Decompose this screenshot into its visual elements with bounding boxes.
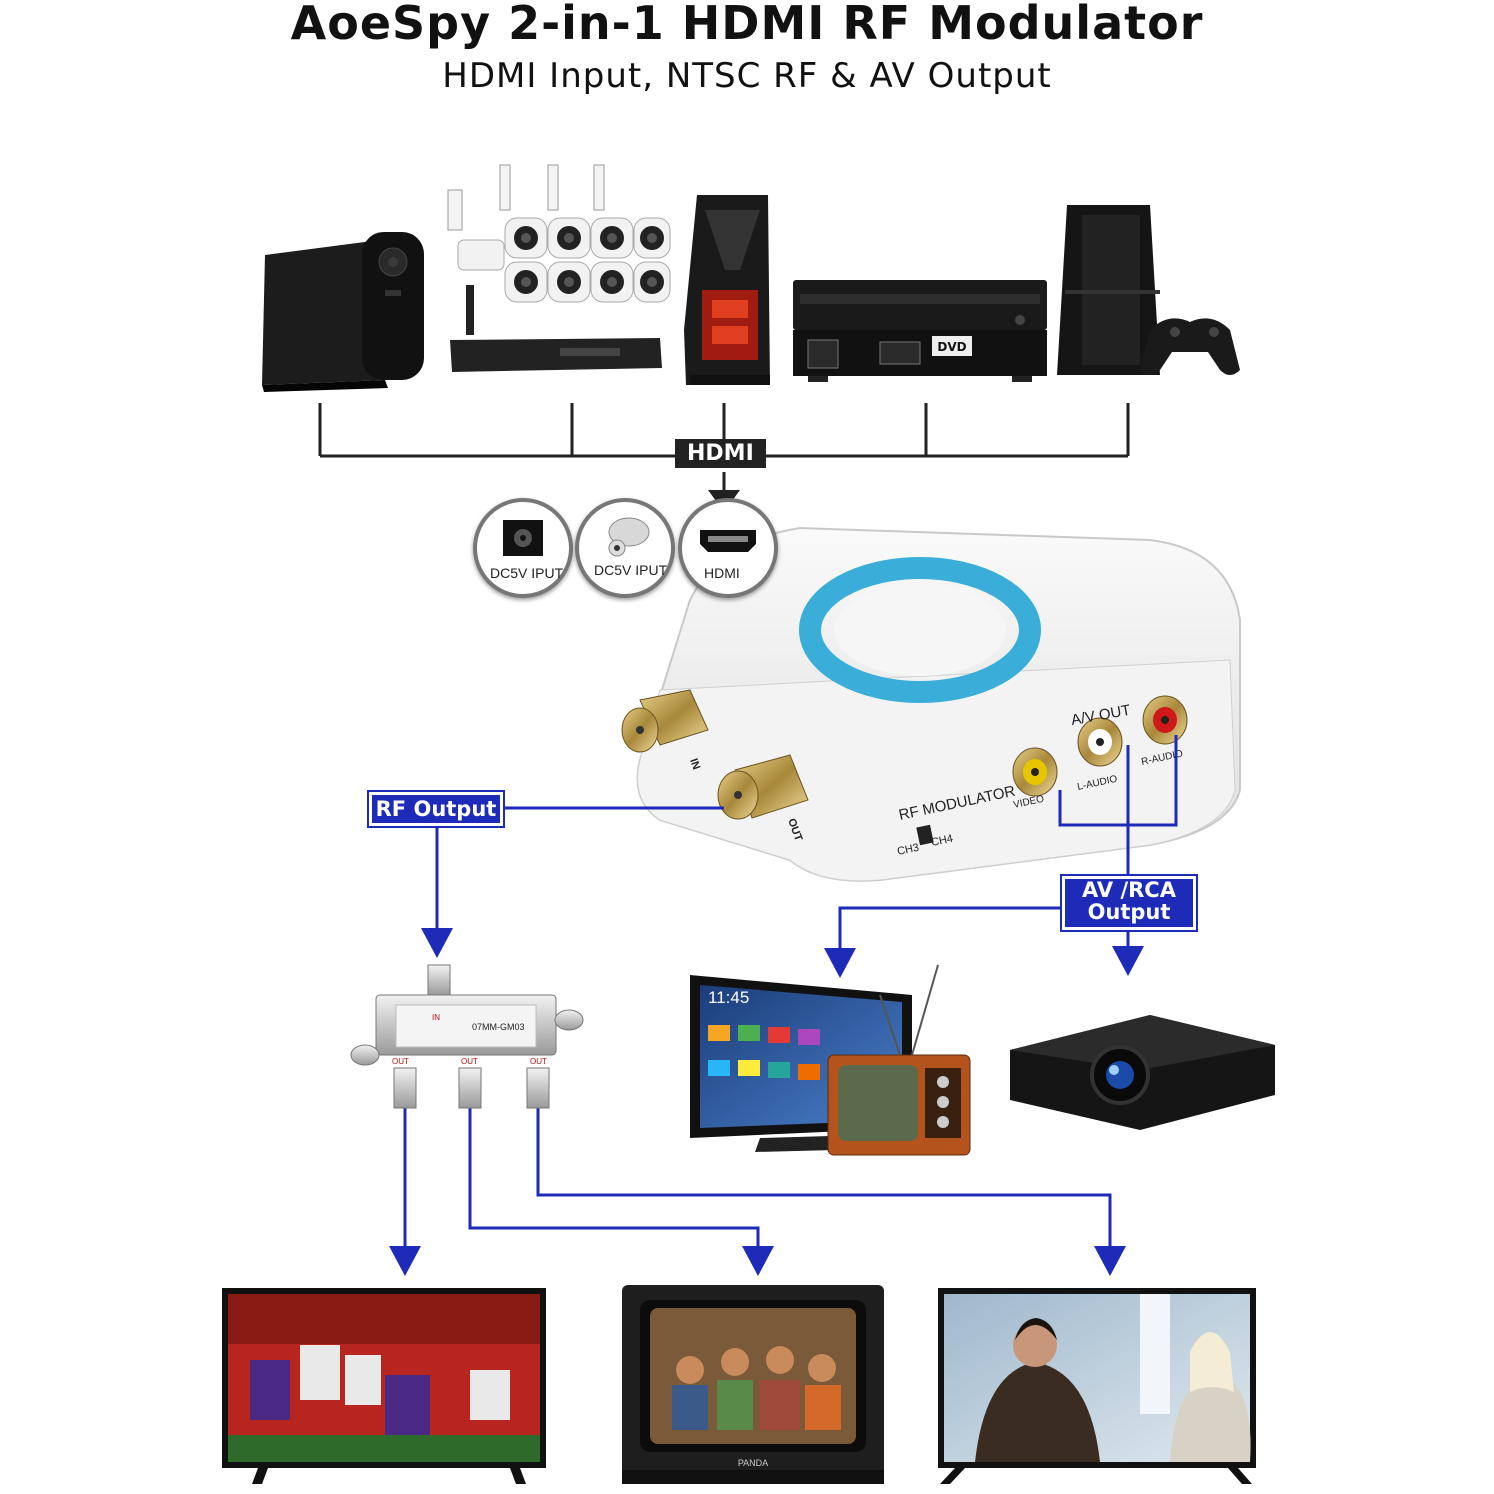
splitter-out-2: OUT	[461, 1057, 478, 1066]
splitter-out-3: OUT	[530, 1057, 547, 1066]
page-subtitle: HDMI Input, NTSC RF & AV Output	[442, 56, 1052, 96]
signal-lines	[403, 735, 1178, 1250]
flat-tv-football-icon	[222, 1288, 546, 1484]
hdmi-port-label: HDMI	[704, 565, 740, 581]
dc-plug-graphic	[608, 517, 650, 557]
dc-plug-icon	[575, 498, 675, 598]
svg-text:DVD: DVD	[937, 340, 966, 354]
av-output-label-line1: AV /RCA	[1082, 878, 1176, 902]
ch4-label: CH4	[930, 833, 954, 849]
splitter-in: IN	[432, 1013, 440, 1022]
rca-video-jack	[1012, 747, 1058, 797]
splitter-model: 07MM-GM03	[472, 1022, 525, 1032]
coax-splitter: 07MM-GM03 OUT OUT OUT IN	[350, 964, 584, 1109]
splitter-out-1: OUT	[392, 1057, 409, 1066]
rf-output-label: RF Output	[367, 790, 505, 828]
status-ring	[799, 557, 1041, 703]
dc-jack-icon	[473, 498, 573, 598]
dvd-player-icon: DVD	[793, 280, 1047, 382]
flat-tv-winter-icon	[938, 1288, 1256, 1484]
tv-clock: 11:45	[708, 988, 749, 1007]
av-output-label-line2: Output	[1087, 900, 1171, 924]
crt-brand: PANDA	[738, 1458, 768, 1468]
av-output-label: AV /RCA Output	[1060, 874, 1198, 932]
hdmi-port-icon	[678, 498, 778, 598]
ch3-label: CH3	[896, 842, 920, 858]
hdmi-port-graphic	[700, 530, 756, 552]
page-title: AoeSpy 2-in-1 HDMI RF Modulator	[290, 0, 1204, 50]
dc-jack-graphic	[503, 520, 543, 556]
smart-tv-icon: 11:45	[690, 964, 971, 1156]
projector-icon	[1010, 1015, 1275, 1130]
dc-plug-label: DC5V IPUT	[594, 562, 668, 578]
signal-arrowheads	[389, 928, 1144, 1276]
rf-in-connector	[621, 689, 709, 753]
channel-switch[interactable]	[916, 824, 934, 846]
game-console-icon	[1057, 205, 1240, 375]
dc-jack-label: DC5V IPUT	[490, 565, 564, 581]
rf-out-connector	[717, 754, 809, 820]
in-label: IN	[687, 757, 702, 771]
security-camera-system-icon	[447, 164, 671, 372]
rca-left-audio-jack	[1077, 717, 1123, 767]
streaming-box-icon	[262, 232, 424, 392]
desktop-computer-icon	[684, 195, 770, 385]
hdmi-connector-label: HDMI	[675, 439, 766, 468]
crt-tv-icon: PANDA	[622, 1285, 884, 1484]
rca-right-audio-jack	[1142, 695, 1188, 745]
